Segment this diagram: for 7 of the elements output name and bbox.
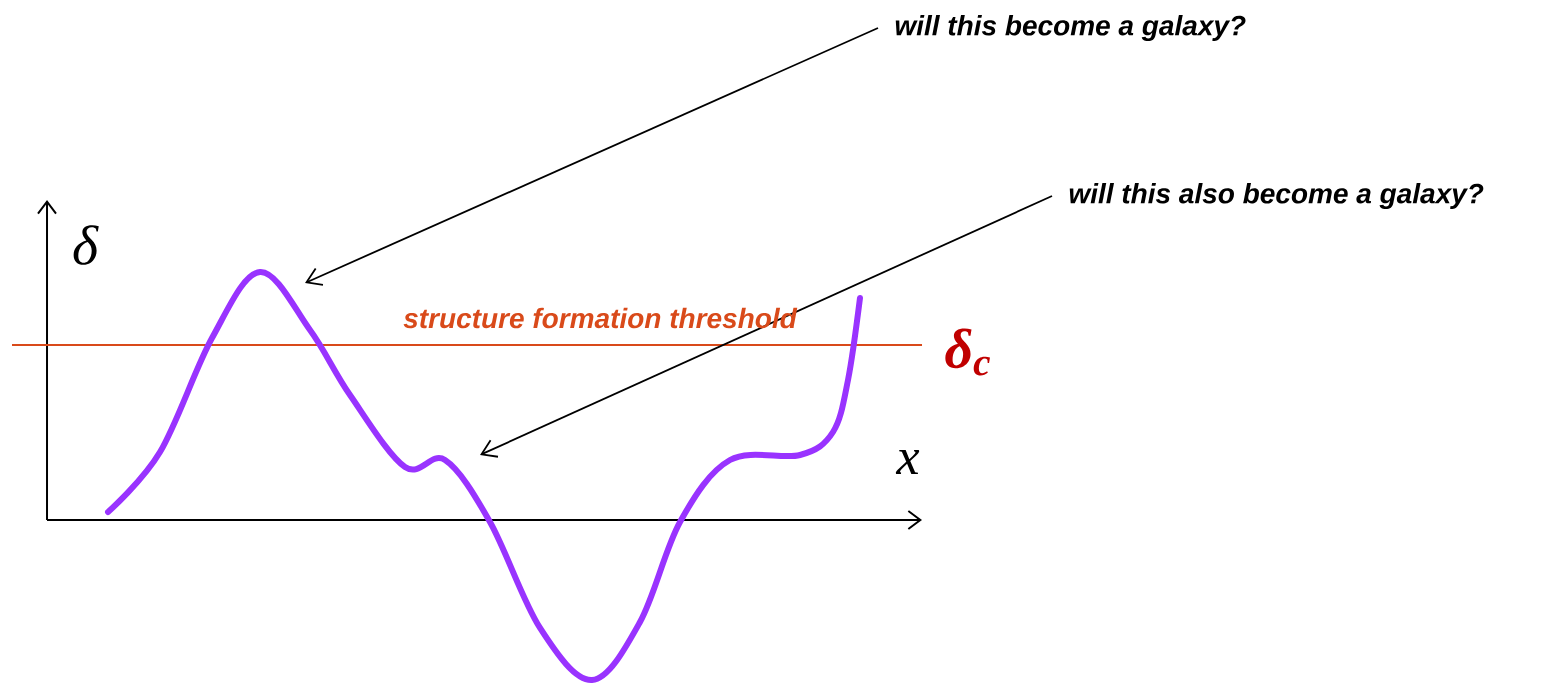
question-text: will this become a galaxy? xyxy=(895,14,1246,42)
arrow xyxy=(480,195,1053,458)
axis-label: δ xyxy=(73,225,99,265)
arrow xyxy=(305,27,879,286)
threshold-symbol: δ$_{c}$ xyxy=(945,328,990,376)
question-text: will this also become a galaxy? xyxy=(1069,182,1484,210)
axis-label: x xyxy=(895,450,920,474)
